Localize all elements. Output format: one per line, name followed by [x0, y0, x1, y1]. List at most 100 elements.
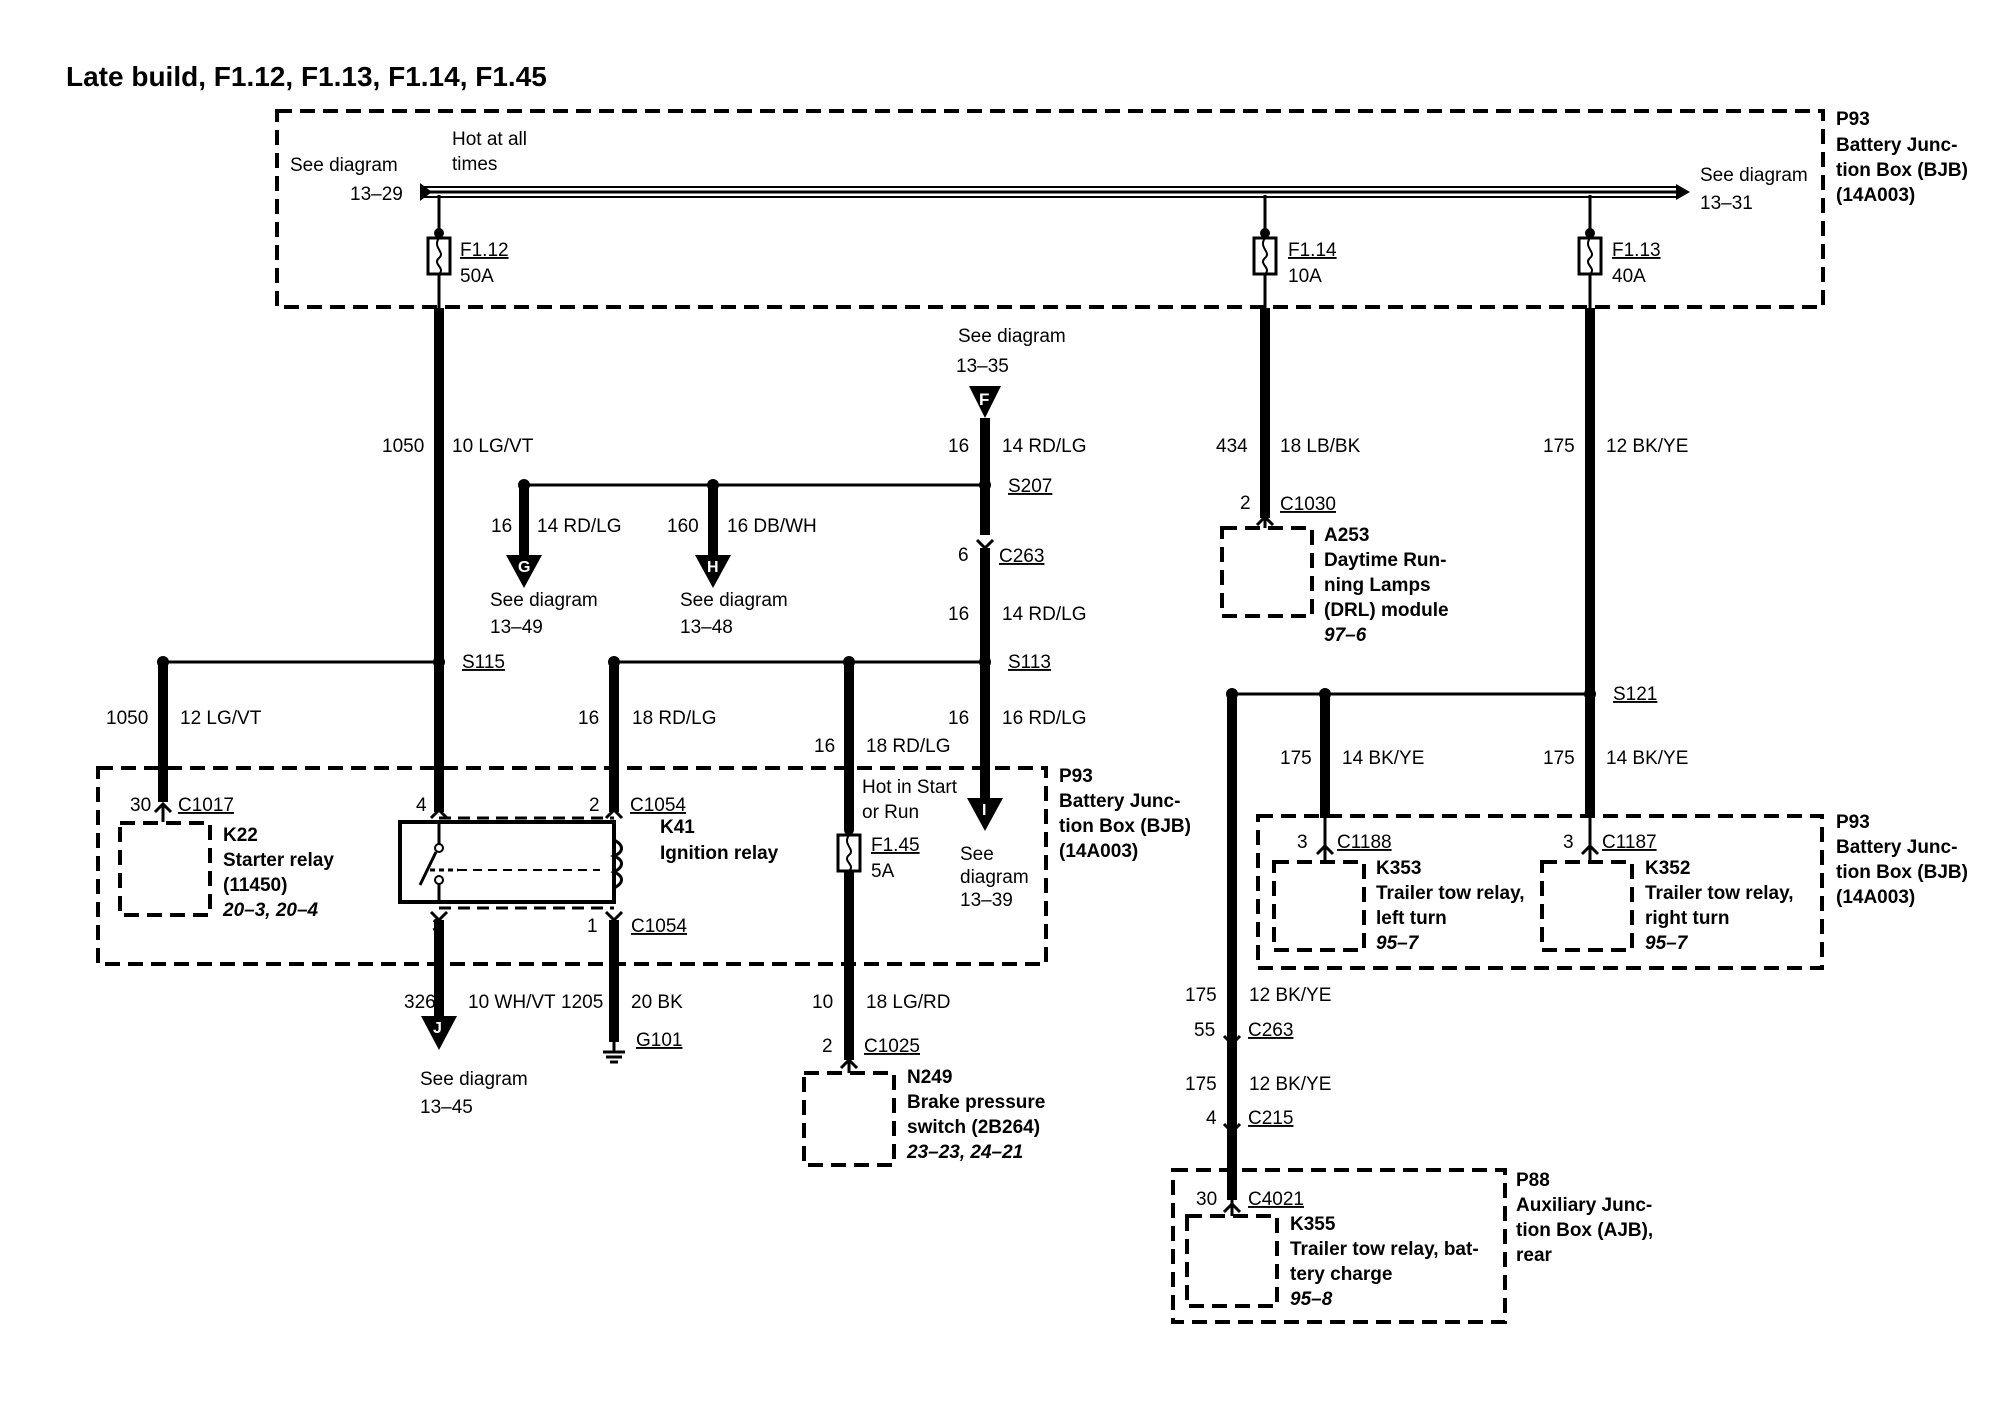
ref-f-text-2: 13–35	[956, 356, 1009, 377]
k41-c1054-top: C1054	[630, 795, 686, 816]
c263-top-mark	[975, 538, 995, 551]
bjb-top-boundary	[275, 109, 1825, 309]
fuse-f114-id: F1.14	[1288, 240, 1337, 261]
k355-page: 95–8	[1290, 1289, 1333, 1310]
ref-i-text-2: diagram	[960, 867, 1029, 888]
bjb-top-desc-3: (14A003)	[1836, 185, 1915, 206]
ref-h-text-1: See diagram	[680, 590, 788, 611]
c1025-id: C1025	[864, 1036, 920, 1057]
right-ref-2: 13–31	[1700, 193, 1753, 214]
bjb-mid-desc-2: tion Box (BJB)	[1059, 816, 1191, 837]
a253-box	[1220, 526, 1314, 618]
wire-175-right-circuit: 175	[1543, 748, 1575, 769]
wire-1205-color: 20 BK	[631, 992, 683, 1013]
bjb-right-desc-1: Battery Junc-	[1836, 837, 1957, 858]
k41-pin4: 4	[416, 795, 427, 816]
fuse-f114	[1252, 195, 1278, 308]
n249-box	[802, 1071, 896, 1167]
wire-1050-circuit: 1050	[382, 436, 424, 457]
c1017-pin: 30	[130, 795, 151, 816]
s115-dot	[433, 656, 445, 668]
ajb-desc-2: tion Box (AJB),	[1516, 1220, 1653, 1241]
k353-box	[1272, 860, 1366, 952]
fuse-f112-id: F1.12	[460, 240, 509, 261]
wire-175-ajb1-color: 12 BK/YE	[1249, 985, 1331, 1006]
fuse-f145	[836, 825, 862, 873]
a253-line-3: (DRL) module	[1324, 600, 1449, 621]
n249-line-2: switch (2B264)	[907, 1117, 1040, 1138]
k41-pin1: 1	[587, 916, 598, 937]
fuse-f113-rating: 40A	[1612, 266, 1646, 287]
s207-label: S207	[1008, 476, 1052, 497]
wire-1205-circuit: 1205	[561, 992, 603, 1013]
k352-line-1: Trailer tow relay,	[1645, 883, 1794, 904]
bjb-mid-name: P93	[1059, 766, 1093, 787]
hot-in-start-2: or Run	[862, 802, 919, 823]
ground-symbol	[603, 1042, 625, 1064]
wire-175-ajb2-color: 12 BK/YE	[1249, 1074, 1331, 1095]
c4021-pin: 30	[1196, 1189, 1217, 1210]
n249-id: N249	[907, 1067, 952, 1088]
s121-label: S121	[1613, 684, 1657, 705]
bjb-right-boundary	[1256, 814, 1824, 970]
wire-16-f145-color: 18 RD/LG	[866, 736, 950, 757]
k22-line-1: Starter relay	[223, 850, 334, 871]
wire-434-color: 18 LB/BK	[1280, 436, 1361, 457]
wire-175-color: 12 BK/YE	[1606, 436, 1688, 457]
ref-j-arrow	[421, 1016, 457, 1050]
wire-10-color: 18 LG/RD	[866, 992, 950, 1013]
ref-j-letter: J	[433, 1020, 442, 1037]
fuse-f112-rating: 50A	[460, 266, 494, 287]
k353-line-1: Trailer tow relay,	[1376, 883, 1525, 904]
bjb-mid-desc-3: (14A003)	[1059, 841, 1138, 862]
c263-top-id: C263	[999, 546, 1044, 567]
ref-h-arrow	[695, 555, 731, 588]
k41-box	[398, 820, 616, 904]
ref-j-text-2: 13–45	[420, 1097, 473, 1118]
wire-326-color: 10 WH/VT	[468, 992, 556, 1013]
c1187-id: C1187	[1602, 832, 1657, 853]
right-ref-1: See diagram	[1700, 165, 1808, 186]
a253-line-2: ning Lamps	[1324, 575, 1431, 596]
k41-coil	[609, 822, 623, 902]
ground-label: G101	[636, 1030, 682, 1051]
fuse-f113-id: F1.13	[1612, 240, 1661, 261]
s207-dot	[979, 479, 991, 491]
k352-id: K352	[1645, 858, 1690, 879]
fuse-f145-id: F1.45	[871, 835, 920, 856]
k22-box	[118, 821, 212, 917]
c263-top-pin: 6	[958, 545, 969, 566]
wire-175-ajb1-circuit: 175	[1185, 985, 1217, 1006]
bjb-mid-boundary	[96, 766, 1048, 966]
c1030-pin: 2	[1240, 493, 1251, 514]
c215-pin: 4	[1206, 1108, 1217, 1129]
ref-g-letter: G	[518, 559, 530, 576]
wire-1050-color: 10 LG/VT	[452, 436, 534, 457]
ref-i-text-1: See	[960, 844, 994, 865]
ref-h-letter: H	[707, 559, 719, 576]
wire-16-g-circuit: 16	[491, 516, 512, 537]
c215-id: C215	[1248, 1108, 1293, 1129]
k22-line-2: (11450)	[223, 875, 287, 896]
ref-g-text-1: See diagram	[490, 590, 598, 611]
wire-175-ajb2-circuit: 175	[1185, 1074, 1217, 1095]
wire-16-i-circuit: 16	[948, 708, 969, 729]
ref-i-letter: I	[982, 802, 986, 819]
k352-line-2: right turn	[1645, 908, 1729, 929]
ajb-name: P88	[1516, 1170, 1550, 1191]
wire-16-c263-color: 14 RD/LG	[1002, 604, 1086, 625]
k22-page: 20–3, 20–4	[222, 900, 319, 921]
s115-label: S115	[462, 652, 505, 673]
hot-at-all-times-2: times	[452, 154, 497, 175]
ref-f-arrow	[969, 386, 1001, 418]
k22-id: K22	[223, 825, 258, 846]
wire-175-left-circuit: 175	[1280, 748, 1312, 769]
bjb-right-desc-2: tion Box (BJB)	[1836, 862, 1968, 883]
k353-page: 95–7	[1376, 933, 1420, 954]
wire-1050-k22-circuit: 1050	[106, 708, 148, 729]
wire-16-c263-circuit: 16	[948, 604, 969, 625]
wire-175-left-color: 14 BK/YE	[1342, 748, 1424, 769]
a253-page: 97–6	[1324, 625, 1367, 646]
bjb-top-desc-2: tion Box (BJB)	[1836, 160, 1968, 181]
wire-175-right-color: 14 BK/YE	[1606, 748, 1688, 769]
